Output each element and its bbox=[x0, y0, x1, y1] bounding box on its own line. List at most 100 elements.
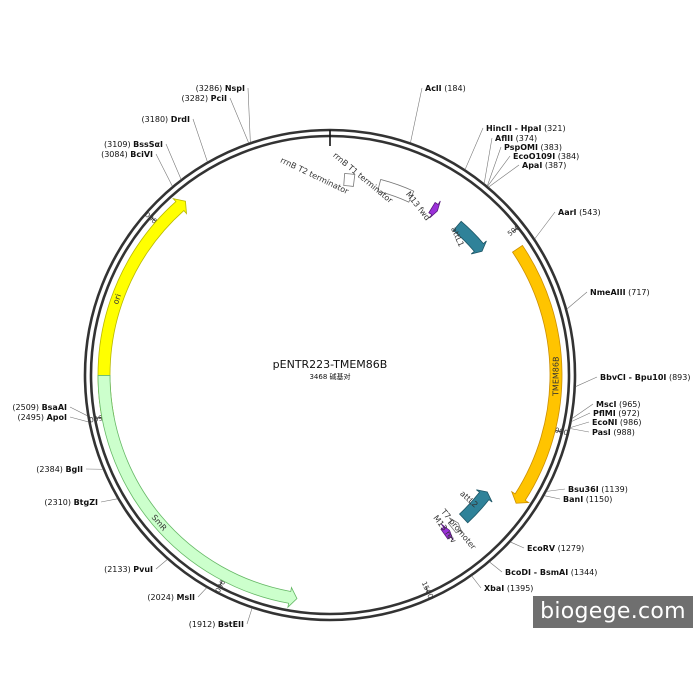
feature-smr bbox=[97, 374, 298, 609]
feature-attl1 bbox=[452, 220, 487, 255]
site-name: BciVI bbox=[130, 150, 153, 159]
site-leader-bcodi-bsmai bbox=[489, 561, 503, 573]
site-label-pspomi: PspOMI (383) bbox=[504, 143, 562, 152]
site-leader-drdi bbox=[192, 118, 208, 162]
site-leader-bsaai bbox=[69, 406, 88, 417]
site-position: (972) bbox=[618, 409, 640, 418]
site-name: NmeAIII bbox=[590, 288, 626, 297]
site-name: AflII bbox=[495, 134, 513, 143]
feature-ori bbox=[97, 197, 188, 420]
feature-rrnb-t1-terminator bbox=[377, 178, 415, 203]
site-label-pflmi: PflMI (972) bbox=[593, 409, 640, 418]
site-name: MslI bbox=[177, 593, 195, 602]
site-position: (1279) bbox=[558, 544, 585, 553]
site-name: BbvCI - Bpu10I bbox=[600, 373, 666, 382]
site-position: (2133) bbox=[104, 565, 131, 574]
feature-rrnb-t2-terminator bbox=[343, 173, 356, 187]
site-label-ecoo109i: EcoO109I (384) bbox=[513, 152, 579, 161]
site-leader-bbvci-bpu10i bbox=[575, 376, 598, 387]
site-label-aari: AarI (543) bbox=[558, 208, 601, 217]
site-label-apoi: (2495) ApoI bbox=[17, 413, 67, 422]
site-leader-apai bbox=[488, 164, 520, 188]
site-leader-pvui bbox=[155, 559, 168, 570]
scale-tick-3000 bbox=[150, 216, 157, 222]
site-name: AarI bbox=[558, 208, 577, 217]
site-name: PflMI bbox=[593, 409, 616, 418]
site-label-bgli: (2384) BglI bbox=[36, 465, 83, 474]
feature-attl2 bbox=[458, 489, 493, 524]
site-leader-bsss-i bbox=[165, 143, 182, 180]
scale-tick-2000 bbox=[218, 580, 223, 588]
scale-tick-label-2500: 2500 bbox=[89, 412, 108, 423]
site-label-bcodi-bsmai: BcoDI - BsmAI (1344) bbox=[505, 568, 597, 577]
site-leader-nspi bbox=[247, 87, 251, 143]
site-position: (965) bbox=[619, 400, 641, 409]
site-label-bani: BanI (1150) bbox=[563, 495, 612, 504]
site-position: (1150) bbox=[586, 495, 613, 504]
site-position: (2310) bbox=[44, 498, 71, 507]
site-label-bsss-i: (3109) BssSαI bbox=[104, 140, 163, 149]
site-leader-bani bbox=[544, 495, 561, 500]
site-position: (2495) bbox=[17, 413, 44, 422]
site-name: Bsu36I bbox=[568, 485, 599, 494]
site-leader-btgzi bbox=[100, 498, 118, 503]
site-leader-acli bbox=[410, 87, 423, 143]
site-leader-hincii-hpai bbox=[464, 127, 484, 170]
restriction-sites: AclI (184)HincII - HpaI (321)AflII (374)… bbox=[12, 84, 690, 629]
site-position: (384) bbox=[558, 152, 580, 161]
site-label-nmeaiii: NmeAIII (717) bbox=[590, 288, 650, 297]
site-name: BglI bbox=[65, 465, 83, 474]
site-label-xbai: XbaI (1395) bbox=[484, 584, 533, 593]
site-position: (986) bbox=[620, 418, 642, 427]
site-name: MscI bbox=[596, 400, 616, 409]
site-position: (387) bbox=[545, 161, 567, 170]
site-label-drdi: (3180) DrdI bbox=[142, 115, 190, 124]
site-name: PasI bbox=[592, 428, 611, 437]
site-name: BanI bbox=[563, 495, 583, 504]
scale-tick-1000 bbox=[555, 429, 563, 433]
site-leader-bcivi bbox=[155, 153, 173, 187]
site-leader-econi bbox=[570, 421, 590, 428]
site-position: (2384) bbox=[36, 465, 63, 474]
site-name: ApoI bbox=[47, 413, 67, 422]
site-label-pasi: PasI (988) bbox=[592, 428, 635, 437]
site-label-acli: AclI (184) bbox=[425, 84, 466, 93]
feature-label-rrnb-t1-terminator: rrnB T1 terminator bbox=[331, 151, 395, 206]
site-leader-xbai bbox=[471, 575, 482, 589]
site-position: (3282) bbox=[182, 94, 209, 103]
site-leader-nmeaiii bbox=[566, 291, 588, 310]
site-name: BsaAI bbox=[42, 403, 67, 412]
site-name: XbaI bbox=[484, 584, 504, 593]
site-leader-aari bbox=[534, 211, 556, 239]
site-position: (3084) bbox=[101, 150, 128, 159]
plasmid-center-label: pENTR223-TMEM86B 3468 碱基对 bbox=[273, 358, 388, 381]
site-position: (2024) bbox=[147, 593, 174, 602]
feature-label-ori: ori bbox=[111, 293, 123, 306]
site-label-pvui: (2133) PvuI bbox=[104, 565, 153, 574]
scale-tick-2500 bbox=[94, 416, 102, 419]
site-leader-bsu36i bbox=[546, 488, 566, 492]
site-name: PciI bbox=[211, 94, 227, 103]
site-label-bsu36i: Bsu36I (1139) bbox=[568, 485, 628, 494]
watermark-biogege: biogege.com bbox=[533, 596, 693, 628]
site-label-bcivi: (3084) BciVI bbox=[101, 150, 153, 159]
site-position: (1344) bbox=[571, 568, 598, 577]
site-position: (543) bbox=[579, 208, 601, 217]
site-position: (383) bbox=[541, 143, 563, 152]
site-leader-pcii bbox=[229, 97, 249, 143]
scale-tick-500 bbox=[512, 227, 519, 233]
site-name: HincII - HpaI bbox=[486, 124, 542, 133]
site-leader-pflmi bbox=[571, 412, 591, 422]
feature-m13-fwd bbox=[428, 200, 441, 219]
site-label-econi: EcoNI (986) bbox=[592, 418, 641, 427]
site-leader-apoi bbox=[69, 416, 89, 423]
site-position: (184) bbox=[444, 84, 466, 93]
feature-label-m13-fwd: M13 fwd bbox=[404, 190, 432, 222]
site-name: PspOMI bbox=[504, 143, 538, 152]
site-position: (374) bbox=[516, 134, 538, 143]
site-label-aflii: AflII (374) bbox=[495, 134, 537, 143]
site-position: (3180) bbox=[142, 115, 169, 124]
site-label-bsteii: (1912) BstEII bbox=[189, 620, 244, 629]
